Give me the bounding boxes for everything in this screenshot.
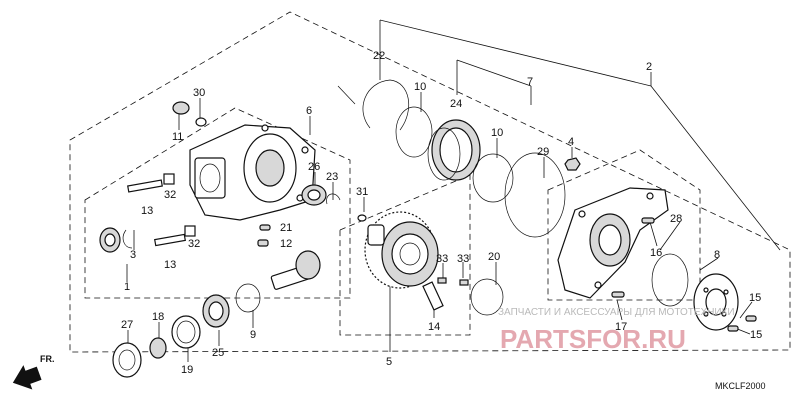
o-ring-28 — [651, 253, 689, 307]
ring-19 — [171, 315, 201, 349]
callout-13: 13 — [141, 205, 153, 217]
drawing-code: MKCLF2000 — [715, 381, 766, 391]
assembly-boundary-cover — [547, 149, 701, 301]
callout-2: 2 — [646, 61, 652, 73]
callout-8: 8 — [714, 249, 720, 261]
callout-32: 32 — [164, 189, 176, 201]
o-ring-middle — [472, 153, 514, 203]
seal-27 — [112, 342, 142, 378]
callout-11: 11 — [172, 131, 183, 143]
watermark-logo: PARTSFOR.RU — [500, 324, 686, 354]
assembly-boundary-gear — [339, 174, 471, 336]
callout-16: 16 — [650, 247, 662, 259]
spring-14 — [422, 281, 444, 311]
ring-gear — [364, 211, 439, 289]
callout-18: 18 — [152, 311, 164, 323]
stud-bolts — [127, 173, 196, 247]
callout-33: 33 — [457, 253, 469, 265]
callout-33: 33 — [436, 253, 448, 265]
callout-5: 5 — [386, 356, 392, 368]
o-ring-20 — [470, 278, 504, 316]
callout-30: 30 — [193, 87, 205, 99]
washer-31 — [357, 214, 367, 222]
watermark-text: ЗАПЧАСТИ И АКСЕССУАРЫ ДЛЯ МОТОТЕХНИКИ — [498, 307, 735, 318]
bolts-21-12 — [257, 224, 271, 247]
bolt-15a — [745, 315, 757, 322]
o-ring-large — [504, 152, 566, 238]
callout-19: 19 — [181, 364, 193, 376]
assembly-boundary-outer — [69, 11, 791, 353]
callout-21: 21 — [280, 222, 292, 234]
assembly-boundary-case — [84, 107, 351, 299]
bolt-17 — [611, 291, 625, 298]
callout-12: 12 — [280, 238, 292, 250]
callout-7: 7 — [527, 76, 533, 88]
callout-14: 14 — [428, 321, 440, 333]
callout-3: 3 — [130, 249, 136, 261]
pulser-ring — [693, 273, 739, 331]
callout-1: 1 — [124, 281, 130, 293]
needle-bearing — [301, 184, 327, 206]
callout-10: 10 — [414, 81, 426, 93]
callout-6: 6 — [306, 105, 312, 117]
pinion-gear — [270, 250, 321, 290]
bearing-25 — [202, 294, 230, 328]
callout-4: 4 — [568, 136, 574, 148]
pin-33a — [437, 277, 447, 284]
bearing-1 — [99, 227, 133, 253]
callout-20: 20 — [488, 251, 500, 263]
callout-23: 23 — [326, 171, 338, 183]
gear-case — [189, 124, 316, 221]
callout-27: 27 — [121, 319, 133, 331]
o-ring-upper — [395, 106, 433, 158]
callout-labels: 2 22 7 10 24 10 29 4 30 11 6 26 23 32 13… — [121, 50, 762, 376]
pin-33b — [459, 279, 469, 286]
cover-28 — [557, 187, 669, 299]
bearing-24 — [427, 119, 481, 181]
callout-15: 15 — [750, 329, 762, 341]
callout-22: 22 — [373, 50, 385, 62]
o-ring-9 — [235, 283, 261, 313]
direction-label: FR. — [40, 354, 55, 364]
callout-28: 28 — [670, 213, 682, 225]
bolt-16 — [641, 217, 655, 224]
ring-18 — [149, 337, 167, 359]
callout-31: 31 — [356, 186, 368, 198]
callout-9: 9 — [250, 329, 256, 341]
callout-25: 25 — [212, 347, 224, 359]
circlip-23 — [326, 193, 341, 205]
filler-cap — [172, 101, 207, 127]
snap-ring — [362, 79, 409, 131]
callout-13: 13 — [164, 259, 176, 271]
callout-29: 29 — [537, 146, 549, 158]
nut-4 — [564, 157, 581, 171]
bolt-15b — [727, 325, 739, 332]
callout-24: 24 — [450, 98, 462, 110]
callout-32: 32 — [188, 238, 200, 250]
callout-26: 26 — [308, 161, 320, 173]
front-direction-arrow — [12, 365, 42, 390]
callout-10: 10 — [491, 127, 503, 139]
callout-17: 17 — [615, 321, 627, 333]
callout-15: 15 — [749, 292, 761, 304]
